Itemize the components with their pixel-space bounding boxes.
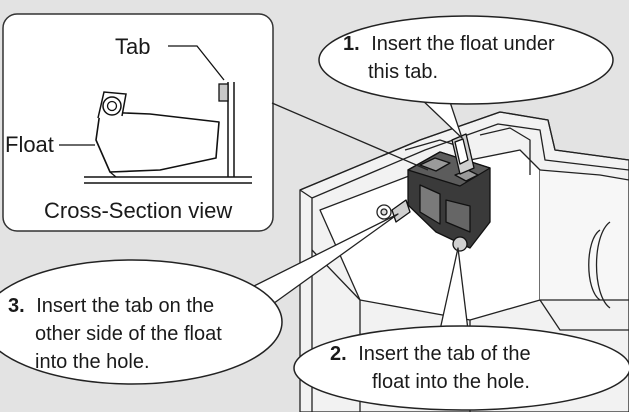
step-3-line-1: Insert the tab on the xyxy=(36,295,214,317)
step-1-line-2: this tab. xyxy=(368,61,438,83)
step-3-line-2: other side of the float xyxy=(35,323,222,345)
step-2-number: 2. xyxy=(330,343,347,365)
callout-step-3: 3. Insert the tab on the other side of t… xyxy=(0,213,399,385)
callout-step-1: 1. Insert the float under this tab. xyxy=(318,15,614,139)
step-3-line-3: into the hole. xyxy=(35,351,150,373)
step-2-line-2: float into the hole. xyxy=(372,371,530,393)
svg-text:3. Insert the tab on the: 3. Insert the tab on the xyxy=(8,295,214,317)
cross-section-inset: Tab Float Cross-Section view xyxy=(2,13,274,232)
float-part xyxy=(391,133,491,252)
step-3-number: 3. xyxy=(8,295,25,317)
float-label: Float xyxy=(5,132,54,157)
svg-text:1. Insert the float unde: 1. Insert the float under xyxy=(343,33,555,55)
step-2-line-1: Insert the tab of the xyxy=(358,343,530,365)
svg-text:2. Insert the tab of the: 2. Insert the tab of the xyxy=(330,343,531,365)
cross-section-caption: Cross-Section view xyxy=(44,198,232,223)
callout-step-2: 2. Insert the tab of the float into the … xyxy=(293,247,629,411)
tab-label: Tab xyxy=(115,34,150,59)
step-1-number: 1. xyxy=(343,33,360,55)
inset-leader-line xyxy=(271,102,429,171)
step-1-line-1: Insert the float under xyxy=(371,33,555,55)
